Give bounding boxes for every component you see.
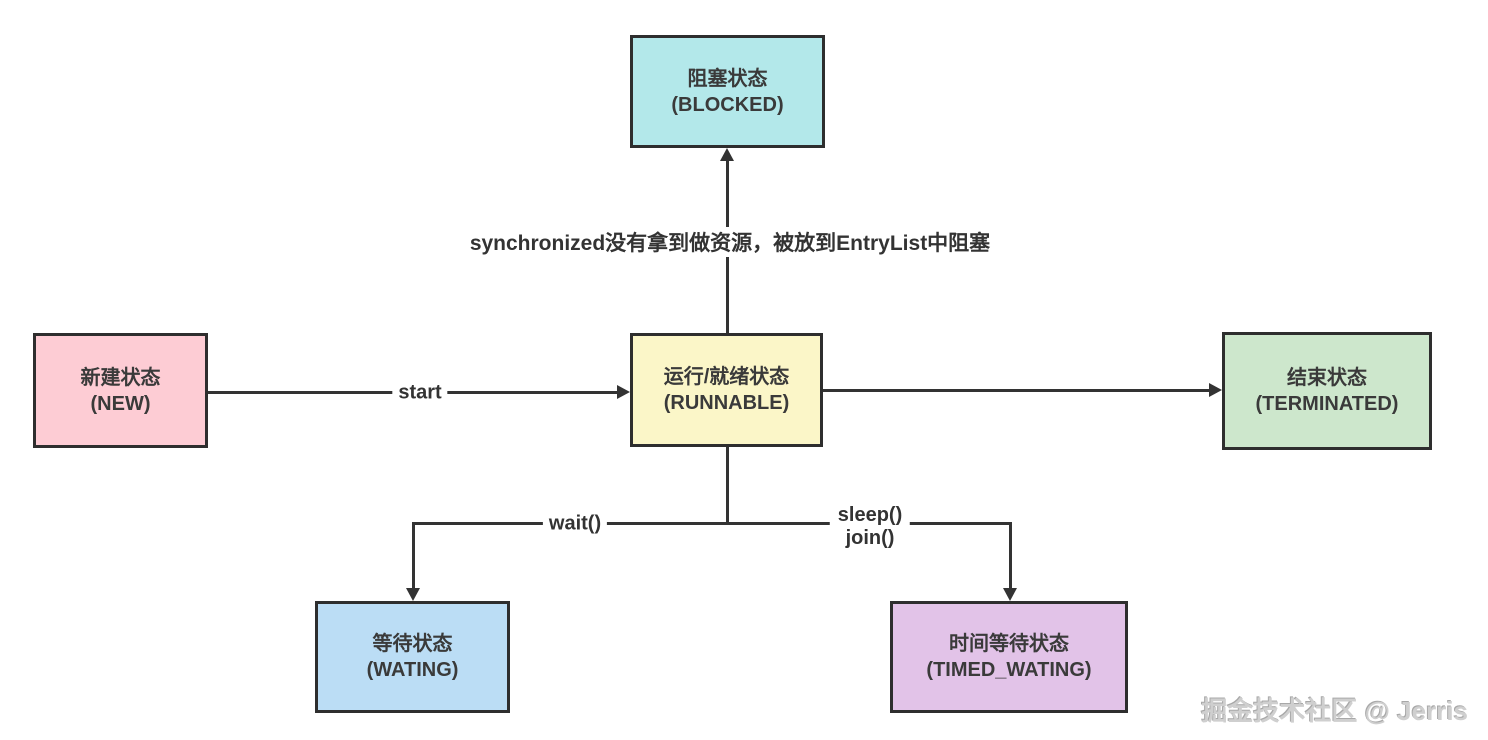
node-waiting: 等待状态 (WATING) [315,601,510,713]
arrowhead-into-timed-waiting [1003,588,1017,601]
node-timed-waiting-title: 时间等待状态 [949,633,1069,655]
edge-drop-to-waiting [412,522,415,592]
node-runnable: 运行/就绪状态 (RUNNABLE) [630,333,823,447]
edge-label-sleep: sleep() [837,504,903,526]
edge-label-join: join() [845,527,895,549]
edge-label-start: start [392,381,448,405]
edge-drop-to-timed-waiting [1009,522,1012,592]
node-terminated-title: 结束状态 [1287,367,1367,389]
node-waiting-title: 等待状态 [372,633,453,655]
arrowhead-into-waiting [406,588,420,601]
edge-branch-horizontal [412,522,1012,525]
edge-label-wait: wait() [542,512,608,536]
node-new-title: 新建状态 [80,366,161,389]
node-waiting-subtitle: (WATING) [366,659,459,681]
node-new-subtitle: (NEW) [90,392,151,415]
edge-runnable-down-stem [726,447,729,525]
edge-runnable-to-terminated [823,389,1212,392]
node-terminated: 结束状态 (TERMINATED) [1222,332,1432,450]
node-terminated-subtitle: (TERMINATED) [1255,393,1399,415]
arrowhead-into-runnable [617,385,630,399]
node-timed-waiting: 时间等待状态 (TIMED_WATING) [890,601,1128,713]
node-runnable-title: 运行/就绪状态 [663,366,790,388]
arrowhead-into-terminated [1209,383,1222,397]
node-timed-waiting-subtitle: (TIMED_WATING) [926,659,1092,681]
edge-label-synchronized: synchronized没有拿到做资源，被放到EntryList中阻塞 [463,227,997,257]
node-blocked-title: 阻塞状态 [687,67,768,90]
watermark: 掘金技术社区 @ Jerris [1201,696,1468,726]
node-new: 新建状态 (NEW) [33,333,208,448]
node-runnable-subtitle: (RUNNABLE) [663,392,790,414]
node-blocked-subtitle: (BLOCKED) [671,93,784,116]
arrowhead-into-blocked [720,148,734,161]
node-blocked: 阻塞状态 (BLOCKED) [630,35,825,148]
edge-label-sleep-join: sleep() join() [829,502,911,552]
